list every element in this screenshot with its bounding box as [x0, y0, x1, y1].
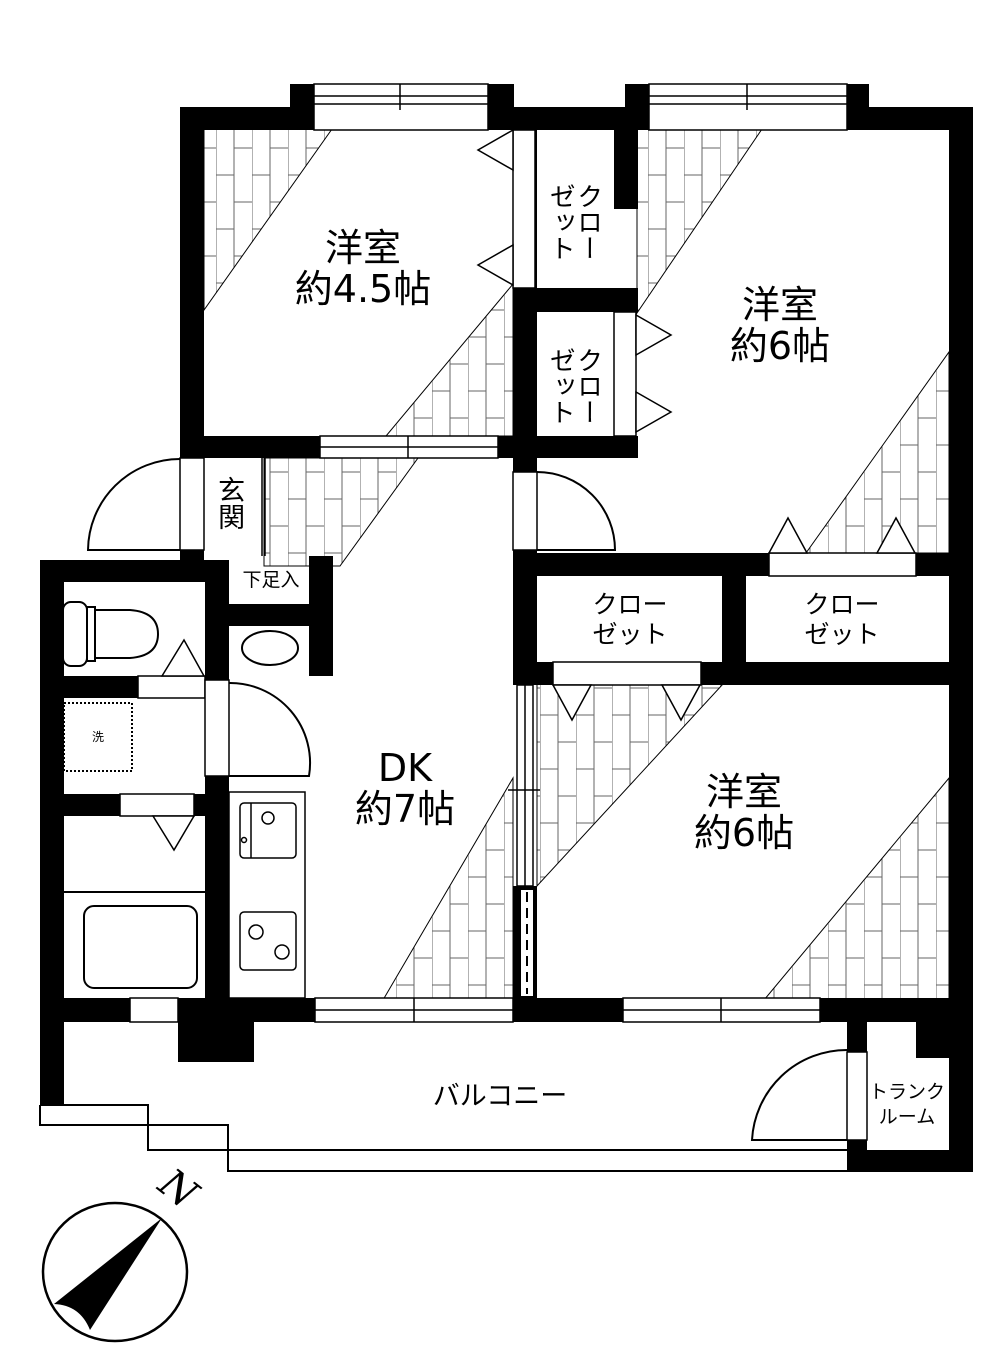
closet-label-1: クロー ゼット	[545, 172, 603, 272]
closet-line-1: クロー	[572, 347, 603, 425]
room-label-dining-kitchen: DK 約7帖	[325, 746, 485, 832]
door-swings	[86, 458, 848, 1141]
closet-label-4: クロー ゼット	[772, 590, 912, 650]
closet-door-markers	[151, 128, 917, 852]
kitchen-counter	[228, 791, 306, 999]
closet-label-3: クロー ゼット	[560, 590, 700, 650]
washing-machine-space	[63, 702, 133, 772]
balcony-label: バルコニー	[432, 1081, 568, 1112]
dashed-panel	[521, 890, 533, 996]
trunk-room-label: トランク ルーム	[866, 1080, 948, 1129]
room-name: DK	[377, 746, 433, 790]
closet-line-1: クロー	[592, 590, 668, 619]
windows	[129, 83, 848, 1023]
room-label-western-3: 洋室 約6帖	[664, 770, 824, 856]
closet-label-2: クロー ゼット	[545, 336, 603, 436]
entrance-label: 玄関	[213, 476, 245, 530]
closet-line-1: クロー	[804, 590, 880, 619]
closet-line-2: ゼット	[592, 620, 668, 649]
bathtub-icon	[64, 891, 205, 989]
north-arrow-icon	[41, 1201, 189, 1343]
door-panels	[119, 129, 917, 1141]
room-label-western-2: 洋室 約6帖	[700, 283, 860, 369]
room-name: 洋室	[324, 226, 401, 270]
shoe-storage-label: 下足入	[242, 569, 300, 591]
room-size: 約4.5帖	[294, 267, 432, 312]
room-size: 約6帖	[693, 811, 795, 856]
room-size: 約6帖	[729, 324, 831, 369]
room-name: 洋室	[741, 283, 818, 327]
flooring-areas	[203, 128, 950, 1001]
washbasin-icon	[229, 626, 309, 670]
toilet-icon	[62, 601, 160, 667]
room-size: 約7帖	[354, 787, 456, 832]
closet-line-2: ゼット	[804, 620, 880, 649]
closet-line-2: ゼット	[545, 183, 576, 261]
closet-line-2: ゼット	[545, 347, 576, 425]
room-name: 洋室	[705, 770, 782, 814]
closet-line-1: クロー	[572, 183, 603, 261]
washer-label: 洗	[91, 730, 104, 744]
trunk-line-2: ルーム	[878, 1105, 936, 1128]
trunk-line-1: トランク	[868, 1081, 945, 1103]
room-label-western-1: 洋室 約4.5帖	[278, 226, 448, 312]
